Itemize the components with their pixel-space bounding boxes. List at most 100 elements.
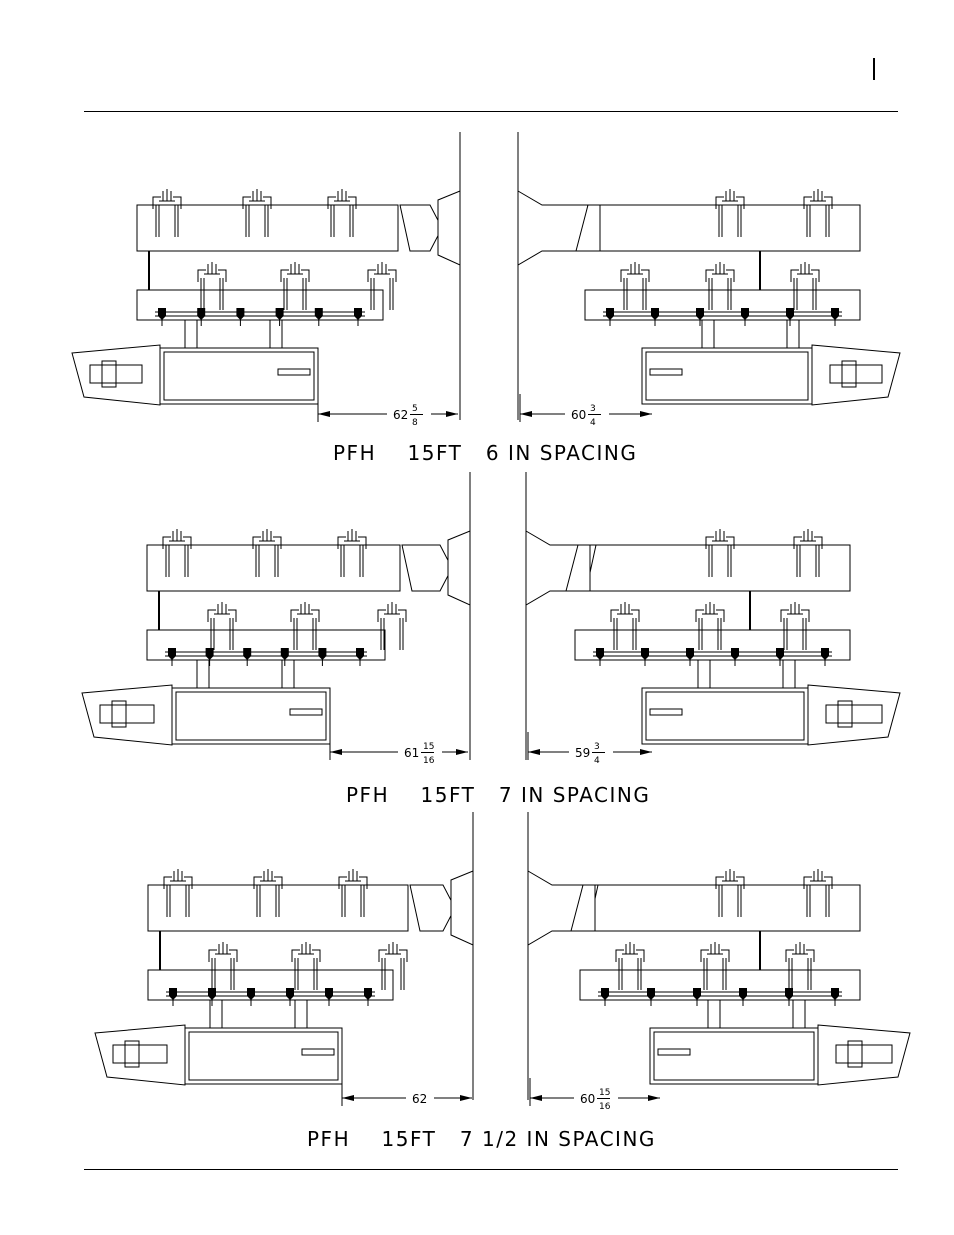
dimension-value: 60 (580, 1092, 595, 1106)
wheel-hub (112, 1044, 168, 1064)
tank-handle (649, 368, 683, 376)
nozzle (831, 988, 839, 1000)
dimension-value: 59 (575, 746, 590, 760)
nozzle (208, 988, 216, 1000)
drop-leg (707, 1000, 721, 1028)
dimension-arrow (460, 1095, 472, 1101)
main-beam (599, 204, 861, 252)
drop-leg (281, 660, 295, 688)
spray-tank (159, 347, 319, 405)
clamp (152, 189, 182, 209)
spray-tank-inner (175, 691, 327, 741)
clamp-legs (793, 278, 817, 310)
wheel-bracket (111, 700, 127, 728)
dimension-arrow (446, 411, 458, 417)
clamp (197, 262, 227, 282)
clamp-legs (340, 545, 364, 577)
nozzle (786, 308, 794, 320)
clamp (793, 529, 823, 549)
dimension-denominator: 4 (590, 418, 596, 428)
clamp (705, 529, 735, 549)
dimension-arrow (456, 749, 468, 755)
clamp (252, 529, 282, 549)
beam-end (575, 204, 601, 252)
tank-handle (289, 708, 323, 716)
dimension-arrow (318, 411, 330, 417)
tool-bar (584, 289, 861, 321)
dimension-arrow (648, 1095, 660, 1101)
dimension-value: 62 (412, 1092, 427, 1106)
dimension-numerator: 3 (594, 742, 600, 752)
clamp-legs (200, 278, 224, 310)
drop-leg (697, 660, 711, 688)
pole-mount (437, 190, 461, 266)
clamp-legs (788, 958, 812, 990)
nozzle (236, 308, 245, 320)
spray-tank (641, 347, 813, 405)
clamp-legs (165, 545, 189, 577)
drop-leg (209, 1000, 223, 1028)
pole-mount (450, 870, 474, 946)
wheel-bracket (124, 1040, 140, 1068)
nozzle (280, 648, 289, 660)
dimension-arrow (530, 1095, 542, 1101)
spray-tank-inner (188, 1031, 339, 1081)
drop-leg (701, 320, 715, 348)
clamp-legs (211, 958, 235, 990)
clamp (785, 942, 815, 962)
clamp-legs (294, 958, 318, 990)
spray-tank (171, 687, 331, 745)
clamp-legs (783, 618, 807, 650)
nozzle (731, 648, 739, 660)
clamp (290, 602, 320, 622)
nozzle (696, 308, 704, 320)
nozzle (354, 308, 362, 320)
clamp-legs (806, 205, 830, 237)
tool-bar (146, 629, 386, 661)
nozzle (606, 308, 614, 320)
beam-end (401, 544, 453, 592)
footer-rule (84, 1169, 898, 1170)
pole-mount (447, 530, 471, 606)
dimension-numerator: 5 (412, 404, 418, 414)
clamp (715, 869, 745, 889)
clamp-legs (210, 618, 234, 650)
beam-end (570, 884, 596, 932)
clamp-legs (283, 278, 307, 310)
dimension-arrow (342, 1095, 354, 1101)
clamp-legs (698, 618, 722, 650)
tool-bar (136, 289, 384, 321)
clamp (715, 189, 745, 209)
nozzle (318, 648, 327, 660)
spray-tank-inner (163, 351, 315, 401)
beam-end (399, 204, 443, 252)
dimension-arrow (520, 411, 532, 417)
clamp (207, 602, 237, 622)
main-beam (589, 544, 851, 592)
tool-bar (574, 629, 851, 661)
clamp-legs (703, 958, 727, 990)
clamp-legs (718, 885, 742, 917)
clamp-legs (341, 885, 365, 917)
nozzle (243, 648, 252, 660)
main-beam (594, 884, 861, 932)
dimension-numerator: 3 (590, 404, 596, 414)
wheel-frame (807, 684, 901, 746)
dimension-value: 62 (393, 408, 408, 422)
clamp (700, 942, 730, 962)
dimension-denominator: 16 (423, 756, 435, 766)
tool-bar (579, 969, 861, 1001)
spray-tank-inner (645, 691, 805, 741)
nozzle (739, 988, 747, 1000)
tool-bar (147, 969, 394, 1001)
clamp (610, 602, 640, 622)
spray-tank-inner (653, 1031, 815, 1081)
nozzle (785, 988, 793, 1000)
main-beam (146, 544, 401, 592)
tank-handle (277, 368, 311, 376)
wheel-frame (81, 684, 173, 746)
clamp (242, 189, 272, 209)
wheel-bracket (847, 1040, 863, 1068)
clamp-legs (255, 545, 279, 577)
